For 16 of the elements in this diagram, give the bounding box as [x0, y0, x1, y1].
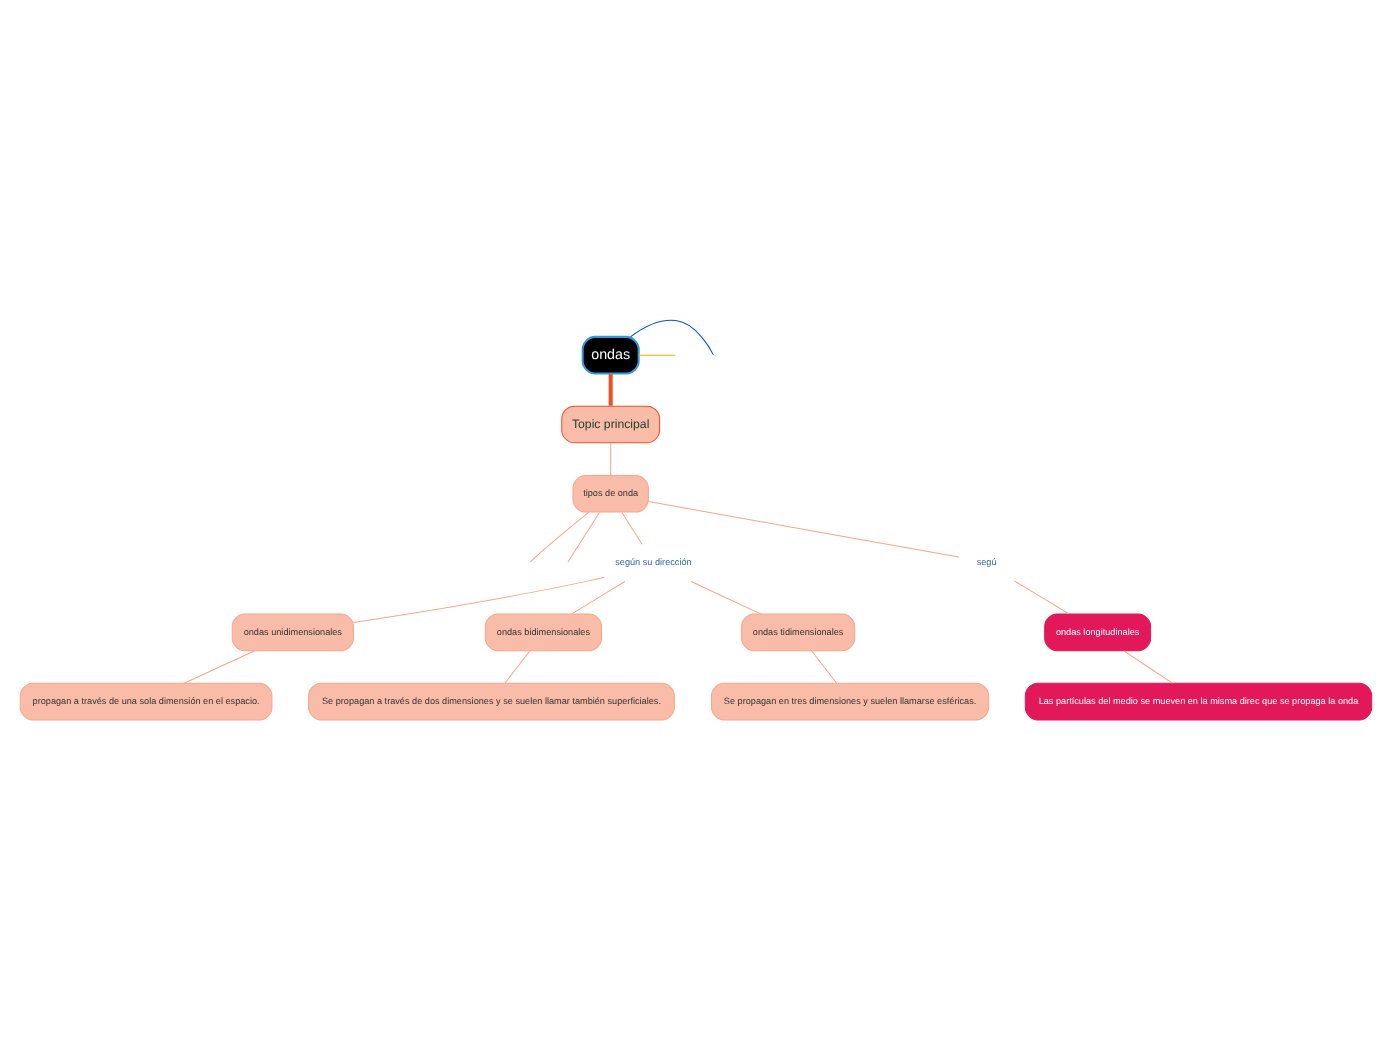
connector: [1013, 580, 1070, 615]
connector: [504, 650, 531, 684]
connector: [647, 501, 960, 558]
connector: [608, 373, 613, 406]
connector: [529, 511, 590, 563]
connector: [811, 650, 837, 684]
connector: [638, 354, 676, 356]
connector: [571, 581, 626, 615]
connector: [567, 511, 600, 563]
connector: [1123, 650, 1173, 684]
connector: [690, 581, 762, 615]
connector: [630, 319, 714, 356]
connector: [353, 576, 605, 623]
connector: [183, 650, 256, 684]
connector: [621, 511, 643, 545]
connector: [610, 442, 612, 476]
